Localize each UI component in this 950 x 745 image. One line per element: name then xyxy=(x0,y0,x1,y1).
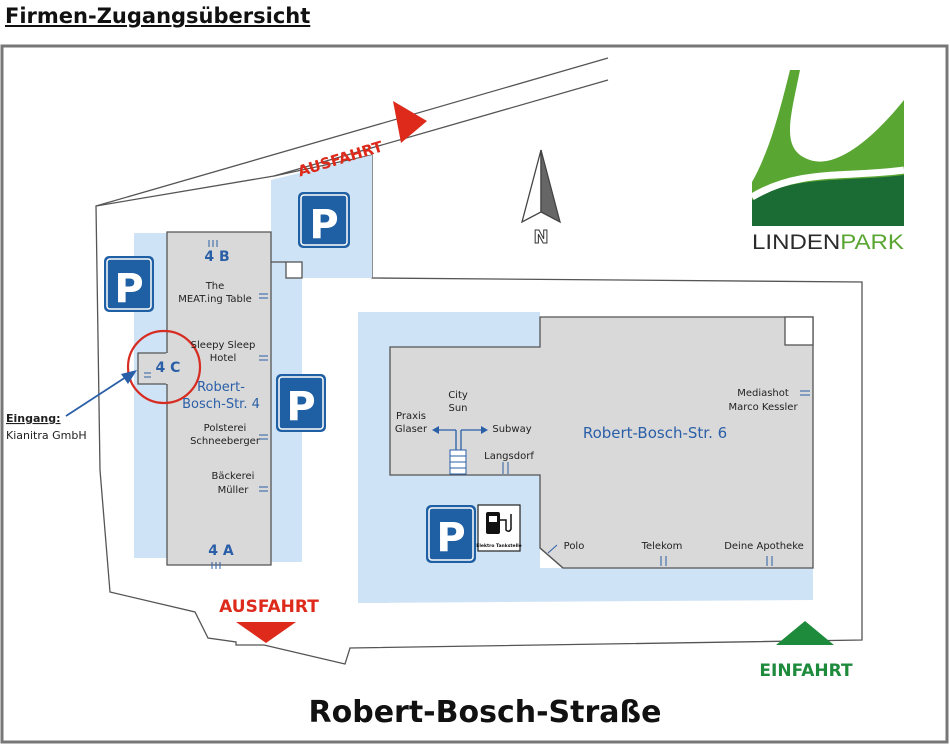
logo-text-linden: LINDEN xyxy=(752,231,840,254)
arrow-right-icon xyxy=(460,426,488,450)
tenant-city-sun-line2: Sun xyxy=(448,403,467,414)
svg-text:P: P xyxy=(309,202,338,248)
parking-area-front xyxy=(358,312,388,603)
exit-arrow-bottom-icon xyxy=(236,622,296,643)
tenant-baeckerei-line1: Bäckerei xyxy=(212,471,255,482)
callout-arrow-icon xyxy=(65,370,137,417)
tenant-mediashot-line1: Mediashot xyxy=(737,388,789,399)
tenant-praxis-glaser-line2: Glaser xyxy=(395,424,428,435)
door-markers xyxy=(144,240,810,569)
svg-text:P: P xyxy=(114,266,143,312)
entrance-4b-label: 4 B xyxy=(204,249,229,265)
compass-label: N xyxy=(533,227,548,248)
svg-text:P: P xyxy=(436,515,465,561)
logo-text-park: PARK xyxy=(840,231,904,254)
road-edge-top xyxy=(95,57,609,207)
arrow-left-icon xyxy=(432,426,457,450)
parking-sign-bottom: P xyxy=(426,505,476,563)
tenant-sleepy-sleep-line2: Hotel xyxy=(210,353,237,364)
parking-sign-top: P xyxy=(298,192,350,248)
street-name: Robert-Bosch-Straße xyxy=(309,695,662,730)
tenant-deine-apotheke: Deine Apotheke xyxy=(724,541,804,552)
tenant-polsterei-line2: Schneeberger xyxy=(190,436,261,447)
tenant-telekom: Telekom xyxy=(641,541,683,552)
parking-sign-middle: P xyxy=(276,374,326,432)
tenant-langsdorf: Langsdorf xyxy=(484,451,534,462)
tenant-city-sun-line1: City xyxy=(448,390,468,401)
tenant-polo: Polo xyxy=(564,541,585,552)
ev-charging-label: Elektro Tankstelle xyxy=(476,543,521,549)
callout-heading: Eingang: xyxy=(6,412,61,425)
ev-charging-icon: Elektro Tankstelle xyxy=(476,504,522,552)
tenant-meating-table-line2: MEAT.ing Table xyxy=(178,294,252,305)
building-6-bevel xyxy=(539,547,564,569)
road-edge-inner xyxy=(273,79,609,177)
exit-arrow-top-icon xyxy=(393,101,427,143)
tenant-polsterei-line1: Polsterei xyxy=(204,423,247,434)
entrance-highlight-circle xyxy=(126,329,202,405)
building-6 xyxy=(389,316,814,569)
tenant-meating-table-line1: The xyxy=(205,281,225,292)
stairs-icon xyxy=(449,449,467,475)
tenant-sleepy-sleep-line1: Sleepy Sleep xyxy=(191,340,256,351)
page-title: Firmen-Zugangsübersicht xyxy=(5,4,311,28)
entrance-4a-label: 4 A xyxy=(208,543,234,559)
building-6-name: Robert-Bosch-Str. 6 xyxy=(583,424,727,442)
tenant-mediashot-line2: Marco Kessler xyxy=(728,402,798,413)
parking-area-middle xyxy=(271,155,372,562)
entrance-4c-label: 4 C xyxy=(156,360,181,376)
svg-text:P: P xyxy=(286,384,315,430)
small-structure xyxy=(285,261,303,279)
building-4-name-line1: Robert- xyxy=(197,380,245,395)
exit-label-bottom: AUSFAHRT xyxy=(219,597,319,617)
building-6-corner xyxy=(784,316,814,346)
building-4-name-line2: Bosch-Str. 4 xyxy=(182,397,260,412)
tenant-praxis-glaser-line1: Praxis xyxy=(396,411,426,422)
tenant-subway: Subway xyxy=(492,424,531,435)
callout-company: Kianitra GmbH xyxy=(6,429,87,442)
compass-icon xyxy=(520,149,562,224)
entry-label: EINFAHRT xyxy=(759,661,853,681)
parking-sign-left: P xyxy=(104,256,154,312)
tenant-baeckerei-line2: Müller xyxy=(218,485,250,496)
entry-arrow-icon xyxy=(776,621,834,645)
